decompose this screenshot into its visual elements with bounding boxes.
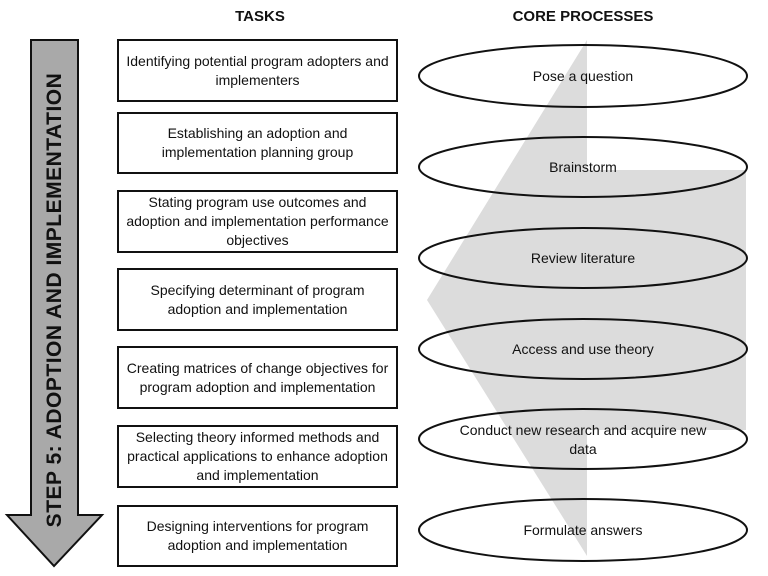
background-arrow-shape <box>427 40 746 556</box>
process-ellipse <box>418 318 748 380</box>
process-label: Conduct new research and acquire new dat… <box>459 422 707 457</box>
process-label: Review literature <box>530 249 636 266</box>
core-processes-header: CORE PROCESSES <box>512 8 654 25</box>
step-label: STEP 5: ADOPTION AND IMPLEMENTATION <box>43 72 66 528</box>
process-label: Pose a question <box>532 67 634 84</box>
task-box: Creating matrices of change objectives f… <box>117 346 398 409</box>
tasks-header: TASKS <box>235 8 285 25</box>
task-box: Designing interventions for program adop… <box>117 505 398 567</box>
process-ellipse <box>418 136 748 198</box>
process-ellipse <box>418 408 748 470</box>
process-ellipse <box>418 227 748 289</box>
process-label: Brainstorm <box>549 158 617 175</box>
process-ellipse <box>418 44 748 108</box>
task-box: Stating program use outcomes and adoptio… <box>117 190 398 253</box>
process-label: Access and use theory <box>512 340 654 357</box>
process-ellipse <box>418 498 748 562</box>
task-box: Specifying determinant of program adopti… <box>117 268 398 331</box>
task-box: Identifying potential program adopters a… <box>117 39 398 102</box>
step-down-arrow <box>4 39 105 568</box>
task-box: Establishing an adoption and implementat… <box>117 112 398 174</box>
process-label: Formulate answers <box>523 521 643 538</box>
task-box: Selecting theory informed methods and pr… <box>117 425 398 488</box>
